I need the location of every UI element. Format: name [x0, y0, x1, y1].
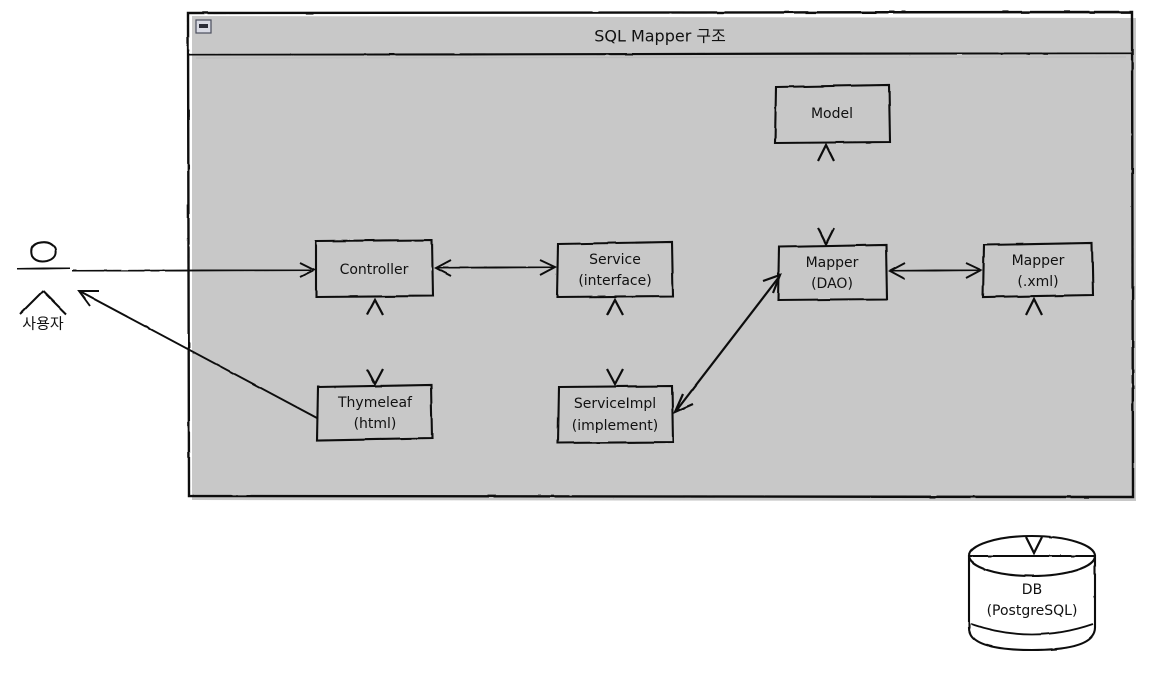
- actor-user[interactable]: 사용자: [16, 241, 71, 333]
- node-thymeleaf[interactable]: Thymeleaf (html): [315, 383, 434, 442]
- window-minimize-icon[interactable]: [195, 19, 212, 34]
- edge-thymeleaf-to-actor: [77, 290, 318, 419]
- node-mapper-dao-label-line2: (DAO): [811, 276, 853, 292]
- node-mapper-xml-label-line1: Mapper: [1012, 253, 1065, 269]
- node-mapper-dao-label-line1: Mapper: [806, 255, 859, 271]
- node-serviceimpl[interactable]: ServiceImpl (implement): [556, 384, 675, 445]
- node-service-label-line2: (interface): [578, 273, 651, 289]
- node-model-label: Model: [811, 106, 853, 122]
- edge-controller-service: [433, 259, 558, 277]
- node-db-label-line1: DB: [1022, 582, 1042, 598]
- edge-mapper-xml-db: [1025, 296, 1043, 556]
- edge-mapper-dao-mapper-xml: [887, 262, 984, 280]
- node-service-label-line1: Service: [589, 252, 641, 268]
- node-mapper-dao[interactable]: Mapper (DAO): [776, 243, 889, 302]
- window-frame: [186, 10, 1136, 501]
- window-title: SQL Mapper 구조: [594, 27, 726, 46]
- edge-serviceimpl-mapper-dao: [672, 273, 782, 415]
- edge-service-serviceimpl: [606, 297, 624, 387]
- node-mapper-xml[interactable]: Mapper (.xml): [981, 241, 1095, 299]
- node-service[interactable]: Service (interface): [555, 240, 675, 299]
- node-db[interactable]: DB (PostgreSQL): [967, 534, 1097, 652]
- edge-mapper-dao-model: [817, 142, 835, 247]
- node-model[interactable]: Model: [773, 83, 892, 145]
- edge-actor-to-controller: [71, 262, 317, 278]
- node-thymeleaf-label-line1: Thymeleaf: [337, 395, 413, 411]
- node-mapper-xml-label-line2: (.xml): [1017, 274, 1058, 290]
- actor-user-label: 사용자: [22, 315, 64, 333]
- node-serviceimpl-label-line2: (implement): [572, 418, 658, 434]
- node-thymeleaf-label-line2: (html): [354, 416, 397, 432]
- node-serviceimpl-label-line1: ServiceImpl: [574, 396, 656, 412]
- node-controller[interactable]: Controller: [314, 238, 435, 299]
- node-db-label-line2: (PostgreSQL): [987, 603, 1078, 619]
- edge-controller-thymeleaf: [366, 297, 384, 387]
- node-controller-label: Controller: [340, 262, 409, 278]
